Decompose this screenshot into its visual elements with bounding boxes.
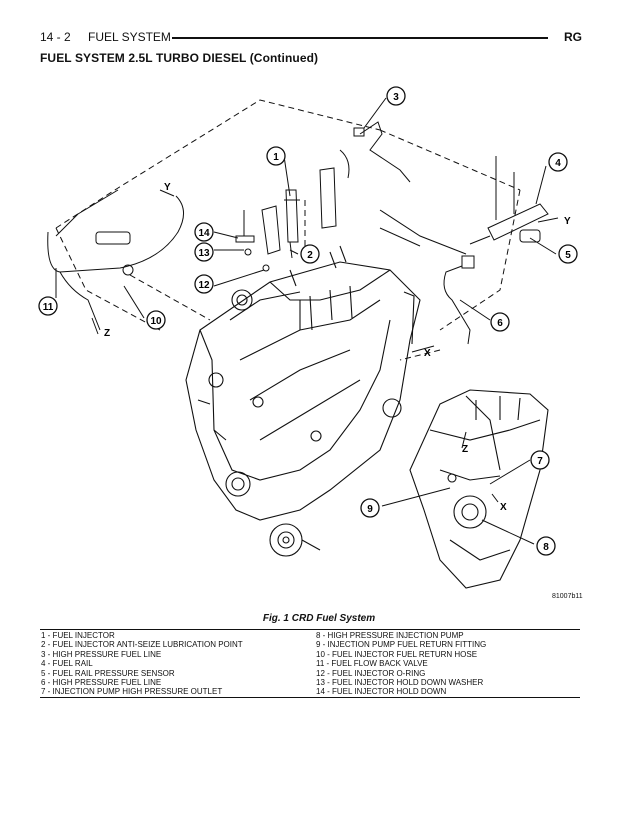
axis-label-z: Z [104,328,110,339]
page-header: 14 - 2 FUEL SYSTEM RG [40,30,582,46]
legend-item: 9 - INJECTION PUMP FUEL RETURN FITTING [316,640,487,650]
callout-5: 5 [558,244,578,264]
legend-item: 1 - FUEL INJECTOR [41,631,115,640]
legend-item: 10 - FUEL INJECTOR FUEL RETURN HOSE [316,649,478,659]
injection-pump-detail [409,389,549,589]
callout-10: 10 [146,310,166,330]
axis-label-y: Y [164,182,171,193]
model-code: RG [564,30,582,44]
callout-6: 6 [490,312,510,332]
svg-text:3: 3 [393,92,399,103]
fuel-rail [469,156,549,245]
svg-text:13: 13 [198,248,210,259]
legend-item: 3 - HIGH PRESSURE FUEL LINE [41,649,162,659]
legend-left-column: 1 - FUEL INJECTOR 2 - FUEL INJECTOR ANTI… [41,631,243,697]
legend-item: 6 - HIGH PRESSURE FUEL LINE [41,678,162,688]
svg-text:1: 1 [273,152,279,163]
high-pressure-fuel-line-3 [339,121,411,183]
callout-2: 2 [300,244,320,264]
callout-7: 7 [530,450,550,470]
legend-item: 2 - FUEL INJECTOR ANTI-SEIZE LUBRICATION… [41,640,243,650]
callout-4: 4 [548,152,568,172]
callout-12: 12 [194,274,214,294]
callout-11: 11 [38,296,58,316]
legend-item: 12 - FUEL INJECTOR O-RING [316,668,426,678]
svg-text:12: 12 [198,280,210,291]
legend-item: 13 - FUEL INJECTOR HOLD DOWN WASHER [316,678,484,688]
axis-label-y: Y [564,216,571,227]
svg-text:14: 14 [198,228,210,239]
svg-text:5: 5 [565,250,571,261]
engine-block [185,245,421,557]
legend-right-column: 8 - HIGH PRESSURE INJECTION PUMP 9 - INJ… [316,631,486,697]
legend-item: 14 - FUEL INJECTOR HOLD DOWN [316,687,447,697]
svg-text:7: 7 [537,456,543,467]
header-rule [172,37,548,39]
callout-1: 1 [266,146,286,166]
legend-item: 7 - INJECTION PUMP HIGH PRESSURE OUTLET [41,687,223,697]
legend-bottom-rule [40,697,580,698]
high-pressure-fuel-line-6 [379,209,475,345]
callout-leaders [55,97,557,545]
legend-item: 4 - FUEL RAIL [41,659,93,669]
fuel-system-diagram: Y Z X Y Z X 1 2 3 4 5 6 7 8 9 10 11 12 1… [38,86,578,589]
legend-top-rule [40,629,580,630]
axis-label-z: Z [462,444,468,455]
axis-arrows [91,189,559,503]
legend-item: 5 - FUEL RAIL PRESSURE SENSOR [41,668,175,678]
svg-text:10: 10 [150,316,162,327]
svg-text:4: 4 [555,158,561,169]
svg-text:11: 11 [43,302,54,313]
svg-text:2: 2 [307,250,313,261]
figure-caption: Fig. 1 CRD Fuel System [262,613,376,624]
figure-number: 81007b11 [552,593,583,600]
page-number: 14 - 2 [40,30,71,44]
legend-item: 11 - FUEL FLOW BACK VALVE [316,659,428,669]
svg-text:6: 6 [497,318,503,329]
injector-hold-down [235,210,270,272]
callout-3: 3 [386,86,406,106]
axis-label-x: X [424,348,431,359]
callout-13: 13 [194,242,214,262]
svg-text:8: 8 [543,542,549,553]
callout-14: 14 [194,222,214,242]
callout-8: 8 [536,536,556,556]
section-name: FUEL SYSTEM [88,30,171,44]
axis-label-x: X [500,502,507,513]
callout-9: 9 [360,498,380,518]
svg-text:9: 9 [367,504,373,515]
page-title: FUEL SYSTEM 2.5L TURBO DIESEL (Continued… [40,51,319,65]
fuel-return-hose [47,189,184,331]
legend-item: 8 - HIGH PRESSURE INJECTION PUMP [316,631,464,640]
fuel-injector [261,167,337,259]
